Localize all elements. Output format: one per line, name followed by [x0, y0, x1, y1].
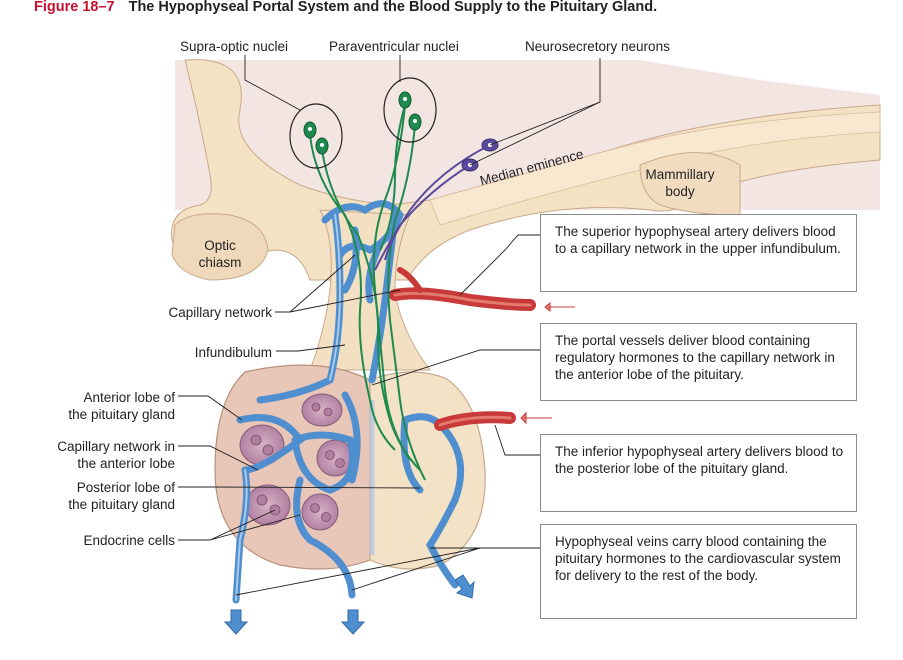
paraventricular-nuclei-circle: [383, 77, 437, 143]
optic-line-2: chiasm: [198, 255, 242, 270]
endocrine-nuclei: [250, 402, 345, 522]
venous-outflow-arrows: [223, 574, 475, 635]
posterior-lobe-label: Posterior lobe of the pituitary gland: [20, 479, 175, 513]
anterior-lobe-label: Anterior lobe of the pituitary gland: [20, 389, 175, 423]
inferior-artery-callout: The inferior hypophyseal artery delivers…: [540, 434, 857, 512]
anterior-lobe-line-1: Anterior lobe of: [83, 390, 175, 405]
figure-title: Figure 18–7 The Hypophyseal Portal System…: [34, 0, 657, 15]
cap-anterior-line-2: the anterior lobe: [77, 456, 175, 471]
endocrine-cells-label: Endocrine cells: [83, 533, 175, 548]
inferior-hypophyseal-artery: [434, 411, 516, 431]
capillary-network-anterior-label: Capillary network in the anterior lobe: [20, 438, 175, 472]
superior-hypophyseal-artery: [389, 267, 536, 311]
capillary-network-label: Capillary network: [168, 305, 272, 320]
green-neuron-axons: [309, 104, 426, 481]
posterior-lobe-line-2: the pituitary gland: [68, 497, 175, 512]
optic-chiasm-label: Optic chiasm: [185, 237, 255, 271]
mammillary-line-2: body: [665, 184, 695, 199]
hypophyseal-veins-callout: Hypophyseal veins carry blood containing…: [540, 524, 857, 619]
paraventricular-nuclei-label: Paraventricular nuclei: [329, 39, 459, 54]
figure-title-text: The Hypophyseal Portal System and the Bl…: [128, 0, 658, 15]
posterior-lobe-line-1: Posterior lobe of: [76, 480, 175, 495]
figure-number: Figure 18–7: [34, 0, 115, 15]
mammillary-line-1: Mammillary: [645, 167, 715, 182]
optic-chiasm: [171, 213, 269, 281]
anterior-lobe-line-2: the pituitary gland: [68, 407, 175, 422]
supra-optic-nuclei-label: Supra-optic nuclei: [180, 39, 289, 54]
arterial-inflow-arrows: [520, 301, 575, 425]
superior-artery-callout: The superior hypophyseal artery delivers…: [540, 214, 857, 292]
mammillary-body-label: Mammillary body: [640, 166, 720, 200]
infundibulum-label: Infundibulum: [194, 345, 272, 360]
median-eminence-band: [429, 111, 881, 226]
leader-lines: [178, 55, 601, 596]
supra-optic-nuclei-circle: [289, 103, 343, 169]
portal-vessels-callout: The portal vessels deliver blood contain…: [540, 323, 857, 401]
optic-line-1: Optic: [204, 238, 236, 253]
neurosecretory-neurons-label: Neurosecretory neurons: [525, 39, 670, 54]
cap-anterior-line-1: Capillary network in: [57, 439, 175, 454]
purple-neuron-axons: [374, 144, 491, 271]
